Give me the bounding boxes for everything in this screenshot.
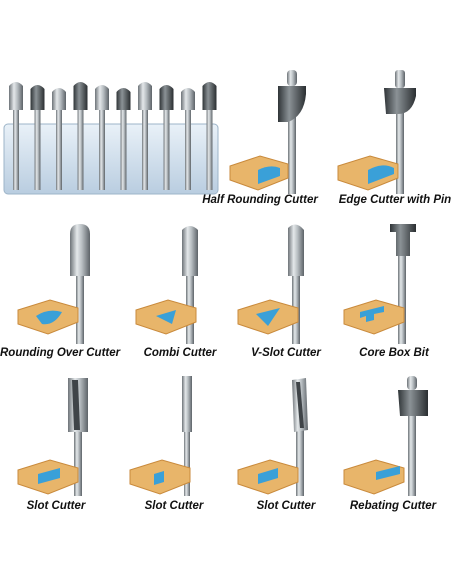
bit-set-image [3, 82, 219, 195]
item-label: Rebating Cutter [349, 500, 437, 512]
edge-cutter-bit-icon [337, 70, 416, 194]
set-bit-shank [56, 102, 62, 190]
half-rounding-bit-icon [229, 70, 306, 194]
rounding-over-bit-icon [17, 224, 90, 344]
set-bit-shank [142, 102, 148, 190]
set-bit-shank [13, 102, 19, 190]
item-label: Slot Cutter [256, 500, 316, 512]
item-label: Core Box Bit [359, 347, 429, 359]
set-bit-head [52, 88, 66, 110]
slot-bit-icon [237, 378, 308, 496]
set-bit-shank [206, 102, 213, 190]
set-bit-head [9, 82, 23, 110]
set-bit-head [73, 82, 88, 110]
set-bit-head [116, 88, 131, 110]
item-label: Half Rounding Cutter [202, 194, 318, 206]
set-bit-shank [185, 102, 191, 190]
item-label: Rounding Over Cutter [0, 347, 121, 359]
rebating-bit-icon [343, 376, 428, 496]
slot-bit-icon [129, 376, 192, 496]
set-bit-shank [163, 102, 170, 190]
set-bit-shank [99, 102, 105, 190]
slot-bit-icon [17, 378, 88, 496]
set-bit-head [30, 85, 45, 110]
set-bit-head [202, 82, 217, 110]
set-bit-head [138, 82, 152, 110]
v-slot-bit-icon [237, 224, 304, 344]
item-label: Combi Cutter [143, 347, 217, 359]
set-bit-shank [34, 102, 41, 190]
set-bit-head [95, 85, 109, 110]
set-bit-head [181, 88, 195, 110]
item-label: Slot Cutter [144, 500, 204, 512]
set-bit-shank [120, 102, 127, 190]
set-bit-shank [77, 102, 84, 190]
set-bit-head [159, 85, 174, 110]
item-label: Slot Cutter [26, 500, 86, 512]
item-label: Edge Cutter with Pin [338, 194, 452, 206]
item-label: V-Slot Cutter [251, 347, 321, 359]
combi-bit-icon [135, 226, 198, 344]
core-box-bit-icon [343, 224, 416, 344]
